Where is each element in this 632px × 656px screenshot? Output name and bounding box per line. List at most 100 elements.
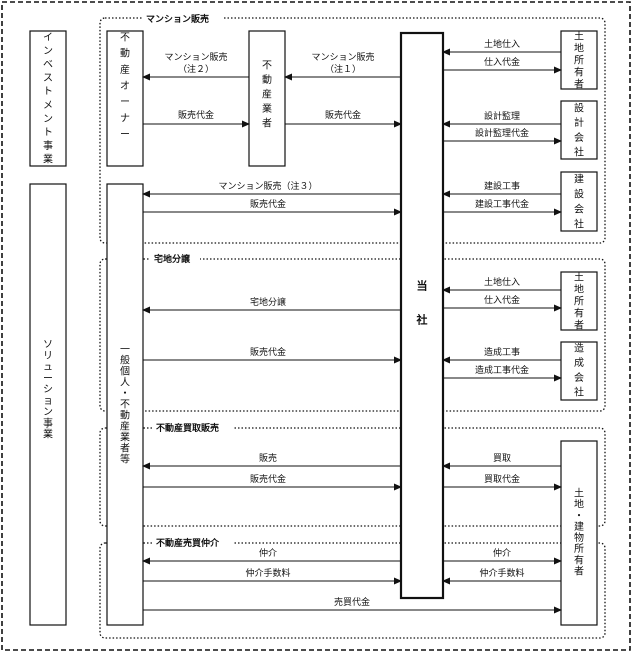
- segment-box-investment: [29, 30, 67, 167]
- land-owner-label-char: 所: [574, 55, 584, 67]
- individual-label-char: 産: [120, 420, 130, 433]
- label-buyout-payment: 買取代金: [484, 473, 520, 485]
- building-owner-label-char: 所: [574, 543, 584, 555]
- section-frame-kaitori: [99, 427, 606, 527]
- construction-firm-label-char: 会: [574, 203, 584, 216]
- owner-label-char: 動: [120, 47, 130, 60]
- segment-label-investment-char: 業: [43, 153, 53, 166]
- owner-label-char: ナ: [120, 112, 130, 124]
- construction-firm-box: [560, 171, 598, 232]
- label-note1: （注１）: [325, 63, 361, 75]
- label-design-supervision: 設計監理: [484, 110, 520, 122]
- section-frame-mansion: [99, 17, 606, 244]
- land-owner-label-char: 地: [574, 42, 584, 55]
- segment-label-investment-char: ベ: [43, 59, 53, 71]
- zosei-firm-label-char: 成: [574, 357, 584, 369]
- segment-label-solution-char: シ: [43, 385, 53, 396]
- segment-label-investment-char: ト: [43, 127, 53, 138]
- agent-label-char: 者: [262, 118, 272, 130]
- individual-label-char: 般: [120, 354, 130, 367]
- owner-label-char: ー: [120, 97, 130, 108]
- land-owner-box: [560, 30, 598, 90]
- building-owner-label-char: 有: [574, 553, 584, 566]
- segment-label-solution-char: ー: [43, 373, 53, 384]
- segment-label-solution-char: ン: [43, 407, 53, 418]
- segment-label-solution-char: ュ: [43, 362, 53, 373]
- label-buyout: 買取: [493, 453, 511, 464]
- building-owner-label-char: 地: [574, 498, 584, 511]
- zosei-firm-label-char: 会: [574, 371, 584, 384]
- label-brokerage-fee-left: 仲介手数料: [245, 567, 290, 579]
- construction-firm-label-char: 社: [574, 218, 584, 231]
- segment-label-solution-char: ソ: [43, 340, 53, 351]
- label-brokerage-fee-right: 仲介手数料: [479, 567, 524, 579]
- design-firm-box: [560, 100, 598, 160]
- segment-label-solution-char: 事: [43, 416, 53, 429]
- section-title-mansion: マンション販売: [146, 13, 209, 25]
- construction-firm-label-char: 建: [574, 173, 584, 186]
- agent-label-char: 業: [262, 102, 272, 115]
- building-owner-label-char: 建: [574, 520, 584, 533]
- company-box: [399, 31, 445, 600]
- section-frame-chukai: [99, 542, 606, 639]
- zosei-firm-box: [560, 341, 598, 401]
- company-label-char: 当: [417, 279, 428, 293]
- land-owner2-label-char: 所: [574, 296, 584, 308]
- land-owner2-label-char: 地: [574, 283, 584, 296]
- land-owner2-label-char: 有: [574, 307, 584, 320]
- label-brokerage-right: 仲介: [493, 547, 511, 559]
- individual-label-char: 業: [120, 431, 130, 444]
- section-frame-takuchi: [99, 258, 606, 412]
- label-sale-payment-direct: 売買代金: [334, 596, 370, 608]
- label-brokerage-left: 仲介: [259, 547, 277, 559]
- agent-label-char: 産: [262, 88, 272, 101]
- segment-label-investment-char: ス: [43, 73, 53, 84]
- design-firm-label-char: 設: [574, 102, 584, 115]
- construction-firm-label-char: 設: [574, 188, 584, 201]
- individual-label-char: 動: [120, 409, 130, 422]
- label-sale: 販売: [259, 452, 277, 464]
- land-owner2-label-char: 土: [574, 271, 584, 284]
- land-owner-label-char: 土: [574, 30, 584, 43]
- owner-box: [106, 30, 144, 167]
- label-sales-payment-1: 販売代金: [178, 109, 214, 121]
- segment-box-solution: [29, 183, 67, 626]
- label-grading-payment: 造成工事代金: [475, 364, 529, 376]
- individual-label-char: 個: [120, 365, 130, 378]
- design-firm-label-char: 会: [574, 131, 584, 144]
- building-owner-label-char: ・: [574, 511, 584, 522]
- label-land-purchase-1: 土地仕入: [484, 38, 520, 50]
- segment-label-solution-char: リ: [43, 351, 53, 362]
- individual-box: [106, 183, 144, 626]
- segment-label-investment-char: ン: [43, 46, 53, 57]
- label-mansion-sale-note2: マンション販売: [164, 51, 227, 63]
- owner-label-char: 産: [120, 63, 130, 76]
- segment-label-solution-char: 業: [43, 428, 53, 441]
- design-firm-label-char: 社: [574, 146, 584, 159]
- agent-box: [248, 30, 286, 167]
- company-label-char: 社: [416, 313, 428, 327]
- label-sales-payment-5: 販売代金: [250, 473, 286, 485]
- owner-label-char: ー: [120, 130, 130, 141]
- label-mansion-sale-note1: マンション販売: [311, 51, 374, 63]
- segment-label-investment-char: 事: [43, 139, 53, 152]
- label-design-supervision-fee: 設計監理代金: [475, 127, 529, 139]
- individual-label-char: 者: [120, 443, 130, 455]
- label-sales-payment-4: 販売代金: [250, 346, 286, 358]
- land-owner-label-char: 者: [574, 79, 584, 91]
- owner-label-char: オ: [120, 80, 130, 92]
- segment-label-investment-char: ン: [43, 114, 53, 125]
- land-owner2-label-char: 者: [574, 320, 584, 332]
- label-land-subdivision: 宅地分譲: [250, 296, 286, 308]
